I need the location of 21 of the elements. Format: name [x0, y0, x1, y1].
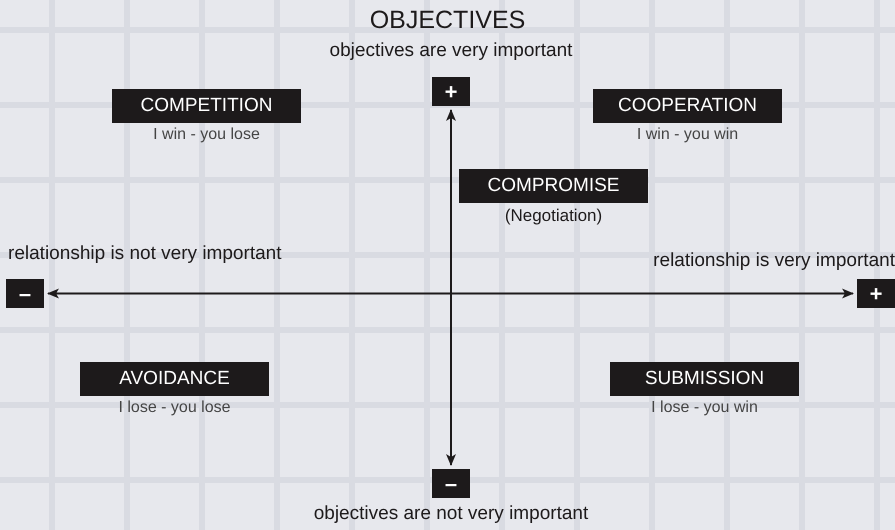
caption-text: (Negotiation)	[504, 206, 604, 226]
sign-box: +	[857, 279, 895, 308]
diagram-title: OBJECTIVES	[368, 6, 526, 35]
sign-box: –	[432, 469, 470, 498]
caption-text: I win - you win	[636, 126, 740, 144]
caption-text: I win - you lose	[152, 126, 261, 144]
axis-label: objectives are very important	[330, 40, 572, 61]
quadrant-label: COOPERATION	[593, 89, 782, 123]
axis-label: relationship is very important	[653, 250, 895, 271]
quadrant-label: AVOIDANCE	[80, 362, 269, 396]
axis-label: objectives are not very important	[314, 503, 588, 524]
quadrant-label: COMPROMISE	[459, 169, 648, 203]
sign-box: +	[432, 77, 470, 106]
quadrant-label: COMPETITION	[112, 89, 301, 123]
caption-text: I lose - you lose	[117, 399, 232, 417]
quadrant-label: SUBMISSION	[610, 362, 799, 396]
sign-box: –	[6, 279, 44, 308]
axis-label: relationship is not very important	[8, 243, 282, 264]
axis-arrow	[446, 109, 456, 466]
caption-text: I lose - you win	[650, 399, 759, 417]
axis-arrow	[47, 288, 854, 298]
